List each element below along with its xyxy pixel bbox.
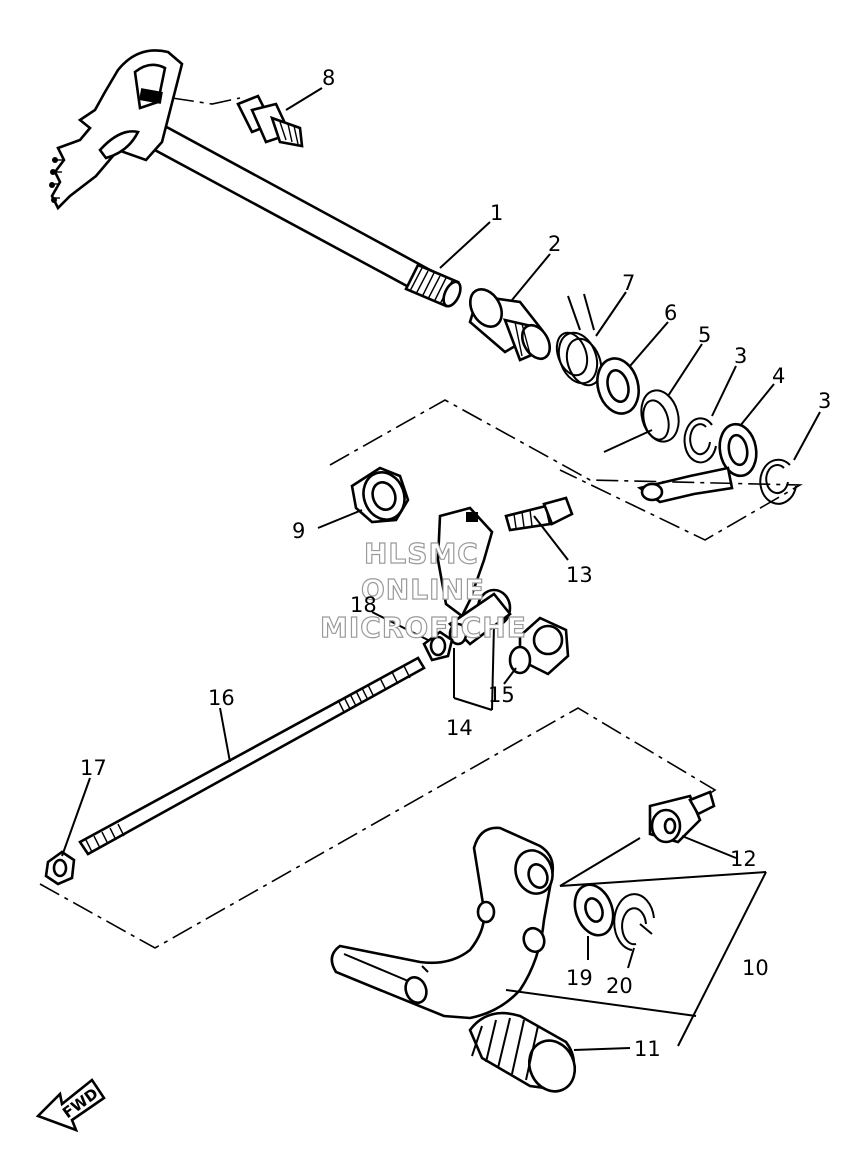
arm-bolt (504, 496, 574, 532)
shift-pedal (330, 826, 555, 1020)
callout-16: 16 (208, 686, 235, 710)
callout-20: 20 (606, 974, 633, 998)
guide-line-lower-group (39, 707, 717, 949)
callout-3a: 3 (734, 344, 747, 368)
shift-arm (636, 422, 758, 504)
guide-line-bolt (171, 97, 241, 105)
watermark-line-2: ONLINE (361, 573, 485, 606)
washer-6 (596, 357, 640, 415)
shift-shaft (49, 49, 462, 308)
callout-1: 1 (490, 201, 503, 225)
collar (468, 288, 552, 362)
circlip-3a (683, 417, 717, 464)
callout-9: 9 (292, 519, 305, 543)
return-spring (603, 389, 680, 453)
callout-18: 18 (350, 593, 377, 617)
callout-7: 7 (622, 271, 635, 295)
callout-17: 17 (80, 756, 107, 780)
pedal-rubber (468, 1011, 577, 1093)
callout-4: 4 (772, 364, 785, 388)
pedal-joint (648, 790, 716, 844)
callout-11: 11 (634, 1037, 661, 1061)
callout-6: 6 (664, 301, 677, 325)
callout-19: 19 (566, 966, 593, 990)
bearing (350, 466, 410, 524)
rod-end-joint (508, 616, 570, 676)
shift-arm-assembly (436, 506, 512, 646)
callout-15: 15 (488, 683, 515, 707)
watermark-line-1: HLSMC (364, 537, 479, 570)
callout-13: 13 (566, 563, 593, 587)
rod-nut (44, 850, 76, 886)
callout-labels: 8 1 2 7 6 5 3 4 3 9 13 18 15 14 16 17 12… (80, 66, 831, 1061)
watermark: HLSMC ONLINE MICROFICHE (319, 536, 527, 644)
shift-rod (78, 656, 426, 856)
forward-direction-arrow: FWD (35, 1078, 106, 1133)
callout-10: 10 (742, 956, 769, 980)
leader-lines (61, 87, 821, 1051)
lock-nut (422, 630, 454, 662)
torsion-spring (555, 293, 603, 387)
callout-8: 8 (322, 66, 335, 90)
callout-2: 2 (548, 232, 561, 256)
washer-19 (573, 883, 615, 937)
pivot-bolt (236, 94, 304, 148)
callout-3b: 3 (818, 389, 831, 413)
callout-14: 14 (446, 716, 473, 740)
watermark-line-3: MICROFICHE (320, 611, 527, 644)
callout-5: 5 (698, 323, 711, 347)
e-clip (613, 893, 655, 951)
callout-12: 12 (730, 847, 757, 871)
